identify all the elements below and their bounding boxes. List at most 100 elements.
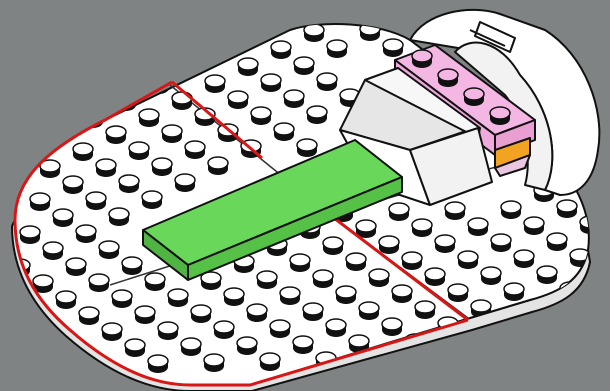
stud <box>20 226 40 244</box>
stud <box>307 106 327 124</box>
stud <box>247 304 267 322</box>
stud <box>435 235 455 253</box>
stud <box>323 237 343 255</box>
stud <box>53 209 73 227</box>
stud <box>336 286 356 304</box>
stud <box>271 41 291 59</box>
stud <box>346 253 366 271</box>
stud <box>297 139 317 157</box>
stud <box>326 319 346 337</box>
stud <box>327 40 347 58</box>
stud <box>547 233 567 251</box>
stud <box>168 289 188 307</box>
stud <box>402 252 422 270</box>
stud <box>303 303 323 321</box>
stud <box>260 353 280 371</box>
stud <box>185 141 205 159</box>
stud <box>468 218 488 236</box>
stud <box>43 242 63 260</box>
stud <box>145 273 165 291</box>
stud <box>56 291 76 309</box>
stud <box>369 269 389 287</box>
stud <box>557 200 577 218</box>
stud <box>294 57 314 75</box>
stud <box>524 217 544 235</box>
stud <box>208 157 228 175</box>
stud <box>425 268 445 286</box>
stud <box>125 339 145 357</box>
stud <box>76 225 96 243</box>
stud <box>491 234 511 252</box>
stud <box>152 158 172 176</box>
stud <box>317 73 337 91</box>
stud <box>379 236 399 254</box>
stud <box>139 109 159 127</box>
stud <box>537 266 557 284</box>
stud <box>204 354 224 372</box>
stud <box>313 270 333 288</box>
stud <box>261 74 281 92</box>
stud <box>89 274 109 292</box>
stud <box>79 307 99 325</box>
stud <box>181 338 201 356</box>
stud <box>412 219 432 237</box>
stud <box>274 123 294 141</box>
stud <box>63 176 83 194</box>
stud <box>102 323 122 341</box>
stud <box>389 203 409 221</box>
stud <box>514 250 534 268</box>
stud <box>119 175 139 193</box>
stud <box>412 50 432 68</box>
stud <box>106 126 126 144</box>
stud <box>122 257 142 275</box>
stud <box>162 125 182 143</box>
stud <box>270 320 290 338</box>
stud <box>257 271 277 289</box>
stud <box>382 318 402 336</box>
stud <box>501 201 521 219</box>
stud <box>142 191 162 209</box>
stud <box>135 306 155 324</box>
stud <box>448 284 468 302</box>
stud <box>201 272 221 290</box>
stud <box>129 142 149 160</box>
stud <box>218 124 238 142</box>
stud <box>73 143 93 161</box>
stud <box>481 267 501 285</box>
stud <box>304 24 324 42</box>
stud <box>175 174 195 192</box>
stud <box>284 90 304 108</box>
stud <box>148 355 168 373</box>
stud <box>96 159 116 177</box>
stud <box>237 337 257 355</box>
stud <box>214 321 234 339</box>
stud <box>99 241 119 259</box>
stud <box>445 202 465 220</box>
stud <box>280 287 300 305</box>
stud <box>415 301 435 319</box>
stud <box>293 336 313 354</box>
stud <box>86 192 106 210</box>
stud <box>66 258 86 276</box>
stud <box>392 285 412 303</box>
stud <box>112 290 132 308</box>
stud <box>504 283 524 301</box>
stud <box>438 69 458 87</box>
stud <box>191 305 211 323</box>
stud <box>464 88 484 106</box>
stud <box>458 251 478 269</box>
stud <box>238 58 258 76</box>
stud <box>30 193 50 211</box>
stud <box>251 107 271 125</box>
stud <box>490 107 510 125</box>
stud <box>359 302 379 320</box>
stud <box>383 39 403 57</box>
stud <box>158 322 178 340</box>
stud <box>224 288 244 306</box>
stud <box>205 75 225 93</box>
stud <box>228 91 248 109</box>
stud <box>290 254 310 272</box>
stud <box>109 208 129 226</box>
